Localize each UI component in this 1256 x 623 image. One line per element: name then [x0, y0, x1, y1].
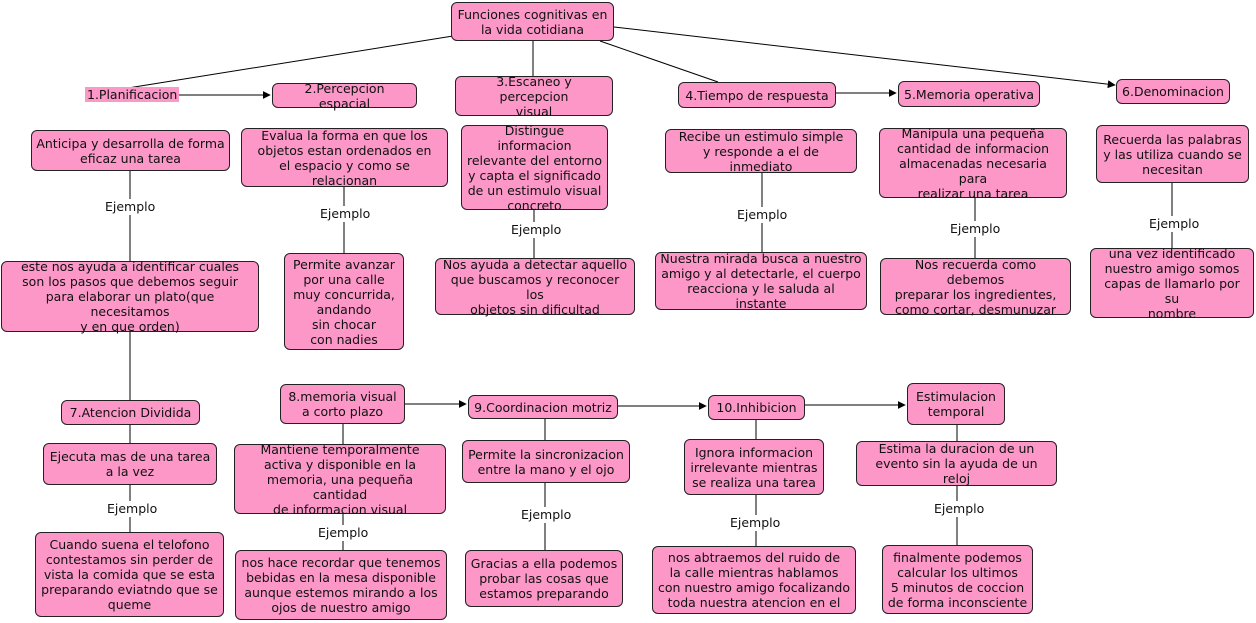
title-denominacion[interactable]: 6.Denominacion: [1116, 79, 1230, 104]
example-percepcion-espacial[interactable]: Permite avanzar por una calle muy concur…: [284, 253, 404, 350]
desc-tiempo-respuesta[interactable]: Recibe un estimulo simple y responde a e…: [665, 129, 857, 174]
example-tiempo-respuesta[interactable]: Nuestra mirada busca a nuestro amigo y a…: [655, 251, 867, 311]
title-planificacion[interactable]: 1.Planificacion: [85, 87, 180, 102]
example-memoria-operativa[interactable]: Nos recuerda como debemos preparar los i…: [880, 257, 1071, 317]
title-atencion-dividida[interactable]: 7.Atencion Dividida: [61, 400, 200, 425]
ejemplo-label: Ejemplo: [509, 222, 564, 237]
ejemplo-label: Ejemplo: [735, 207, 790, 222]
title-tiempo-respuesta[interactable]: 4.Tiempo de respuesta: [678, 82, 836, 108]
example-denominacion[interactable]: una vez identificado nuestro amigo somos…: [1090, 246, 1254, 321]
title-inhibicion[interactable]: 10.Inhibicion: [708, 395, 805, 420]
title-memoria-operativa[interactable]: 5.Memoria operativa: [898, 81, 1040, 107]
ejemplo-label: Ejemplo: [103, 199, 158, 214]
root-connector: [599, 40, 719, 83]
root-node[interactable]: Funciones cognitivas en la vida cotidian…: [451, 2, 614, 41]
desc-atencion-dividida[interactable]: Ejecuta mas de una tarea a la vez: [43, 443, 217, 485]
desc-percepcion-espacial[interactable]: Evalua la forma en que los objetos estan…: [241, 128, 448, 188]
desc-memoria-operativa[interactable]: Manipula una pequeña cantidad de informa…: [879, 126, 1067, 201]
ejemplo-label: Ejemplo: [1147, 216, 1202, 231]
title-escaneo[interactable]: 3.Escaneo y percepcion visual: [455, 74, 613, 119]
example-atencion-dividida[interactable]: Cuando suena el telofono contestamos sin…: [35, 532, 224, 617]
example-memoria-visual[interactable]: nos hace recordar que tenemos bebidas en…: [235, 550, 447, 620]
ejemplo-label: Ejemplo: [105, 501, 160, 516]
desc-memoria-visual[interactable]: Mantiene temporalmente activa y disponib…: [234, 442, 446, 517]
root-connector: [127, 35, 454, 89]
desc-denominacion[interactable]: Recuerda las palabras y las utiliza cuan…: [1096, 125, 1249, 183]
example-planificacion[interactable]: este nos ayuda a identificar cuales son …: [1, 259, 259, 334]
desc-inhibicion[interactable]: Ignora informacion irrelevante mientras …: [684, 439, 824, 495]
ejemplo-label: Ejemplo: [519, 507, 574, 522]
title-coordinacion-motriz[interactable]: 9.Coordinacion motriz: [468, 395, 618, 419]
title-estimulacion-temporal[interactable]: Estimulacion temporal: [907, 383, 1005, 425]
ejemplo-label: Ejemplo: [932, 501, 987, 516]
example-estimulacion-temporal[interactable]: finalmente podemos calcular los ultimos …: [882, 545, 1033, 614]
root-connector: [613, 26, 1116, 89]
example-inhibicion[interactable]: nos abtraemos del ruido de la calle mien…: [652, 546, 856, 614]
desc-coordinacion-motriz[interactable]: Permite la sincronizacion entre la mano …: [462, 440, 630, 483]
example-coordinacion-motriz[interactable]: Gracias a ella podemos probar las cosas …: [465, 550, 623, 607]
example-escaneo[interactable]: Nos ayuda a detectar aquello que buscamo…: [435, 257, 635, 317]
ejemplo-label: Ejemplo: [728, 515, 783, 530]
ejemplo-label: Ejemplo: [948, 221, 1003, 236]
ejemplo-label: Ejemplo: [316, 525, 371, 540]
desc-planificacion[interactable]: Anticipa y desarrolla de forma eficaz un…: [31, 130, 230, 171]
desc-estimulacion-temporal[interactable]: Estima la duracion de un evento sin la a…: [856, 441, 1057, 486]
ejemplo-label: Ejemplo: [318, 206, 373, 221]
title-percepcion-espacial[interactable]: 2.Percepcion espacial: [272, 81, 417, 111]
title-memoria-visual[interactable]: 8.memoria visual a corto plazo: [280, 384, 405, 424]
desc-escaneo[interactable]: Distingue informacion relevante del ento…: [461, 123, 608, 213]
